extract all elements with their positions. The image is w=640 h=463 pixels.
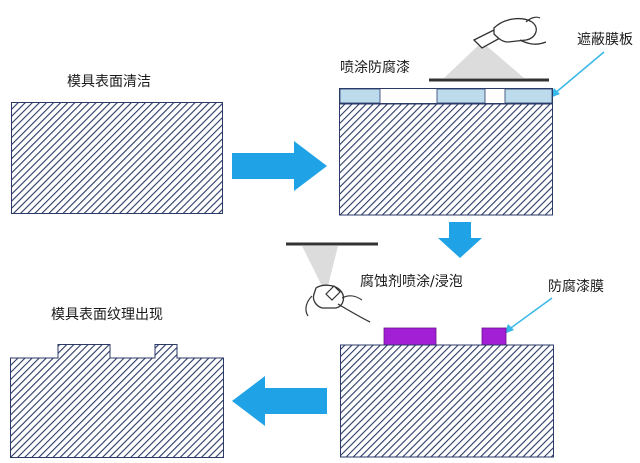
coat-pointer <box>504 297 553 334</box>
spray-gun-bottom <box>286 242 378 323</box>
coat-label: 防腐漆膜 <box>548 279 604 295</box>
step1-label: 模具表面清洁 <box>67 74 151 90</box>
spray-gun-top <box>429 16 549 82</box>
mold-block-clean <box>11 102 223 214</box>
mold-textured <box>10 344 224 458</box>
mold-with-mask <box>339 88 553 216</box>
mold-with-coat <box>340 327 554 458</box>
mask-pointer <box>550 51 605 98</box>
arrow-left <box>232 376 327 426</box>
step2-label: 喷涂防腐漆 <box>340 60 410 76</box>
arrow-down <box>438 222 482 258</box>
mask-label: 遮蔽膜板 <box>577 32 633 48</box>
step3-label: 腐蚀剂喷涂/浸泡 <box>360 274 463 290</box>
arrow-right <box>232 141 327 191</box>
step4-label: 模具表面纹理出现 <box>51 307 163 323</box>
